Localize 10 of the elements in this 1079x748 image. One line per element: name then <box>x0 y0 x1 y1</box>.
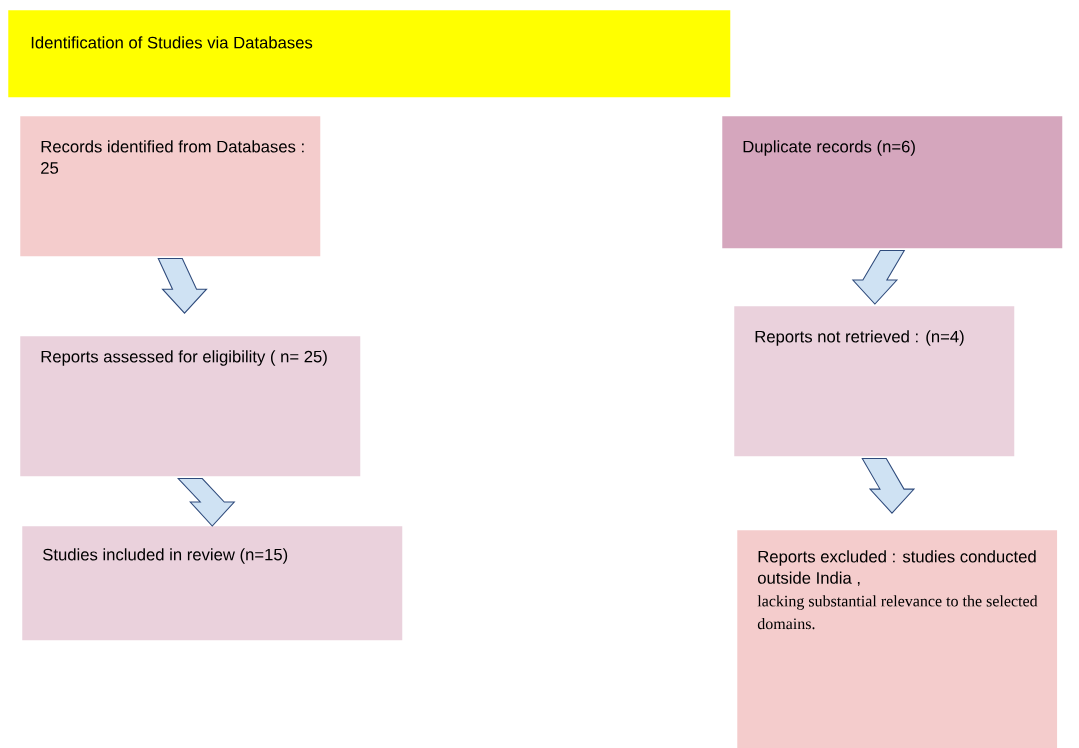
block-arrow <box>861 458 916 514</box>
process-box: Reports assessed for eligibility ( n= 25) <box>20 336 361 477</box>
process-box: Studies included in review (n=15) <box>22 526 403 641</box>
process-box: Records identified from Databases : 25 <box>20 116 321 257</box>
header-band: Identification of Studies via Databases <box>8 10 731 98</box>
block-arrow <box>177 478 236 527</box>
process-box: Duplicate records (n=6) <box>722 116 1063 249</box>
process-box: Reports excluded : studies conducted outside India , lacking substantial relevance to the selected domains. <box>737 530 1058 748</box>
block-arrow <box>157 258 208 314</box>
process-box: Reports not retrieved : (n=4) <box>734 306 1015 457</box>
